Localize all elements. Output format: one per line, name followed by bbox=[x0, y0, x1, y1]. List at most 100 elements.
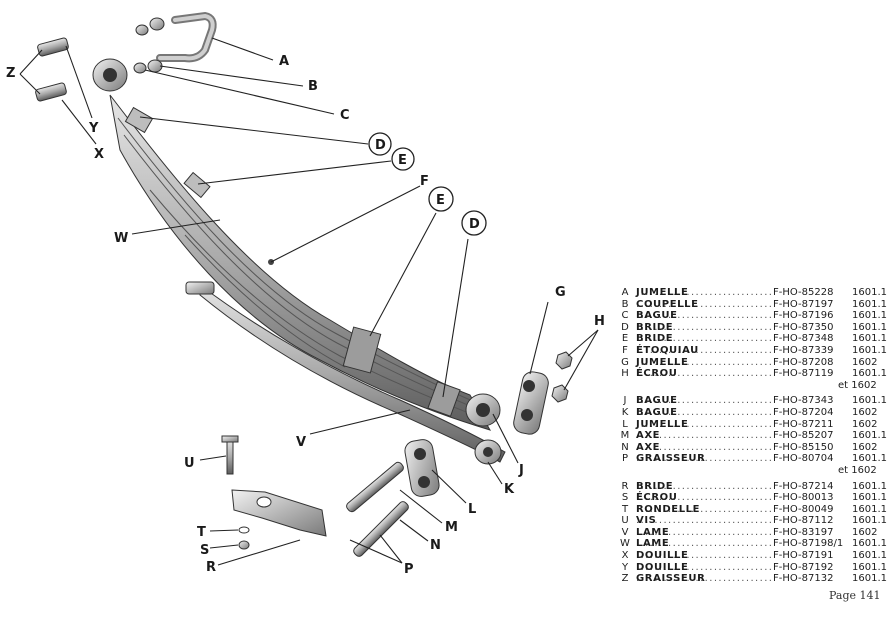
part-name: ÉCROU bbox=[636, 492, 678, 504]
part-letter: P bbox=[621, 453, 629, 465]
part-name: AXE bbox=[636, 430, 661, 442]
callout-t: T bbox=[197, 525, 206, 540]
leader-dots: .............................. bbox=[636, 418, 772, 430]
part-name: LAME bbox=[636, 538, 670, 550]
callout-z: Z bbox=[6, 66, 15, 81]
leader-dots: .............................. bbox=[636, 321, 772, 333]
callout-b: B bbox=[308, 79, 318, 94]
part-name: GRAISSEUR bbox=[636, 573, 706, 585]
part-row: .............................. S ÉCROU F-HO… bbox=[606, 492, 887, 504]
part-catalog-page: 1601.1 bbox=[852, 395, 887, 407]
leader-dots: .............................. bbox=[636, 395, 772, 407]
part-name: VIS bbox=[636, 515, 657, 527]
callout-e1: E bbox=[398, 153, 407, 168]
part-catalog-page: 1602 bbox=[852, 418, 878, 430]
leader-dots: .............................. bbox=[636, 356, 772, 368]
part-catalog-page: 1602 bbox=[852, 441, 878, 453]
part-reference: F-HO-87112 bbox=[773, 515, 834, 527]
leader-dots: .............................. bbox=[636, 550, 772, 562]
part-catalog-page: 1601.1 bbox=[852, 368, 887, 380]
leaf-spring-pack bbox=[109, 94, 506, 463]
part-row-continuation: et 1602 bbox=[606, 380, 882, 392]
part-name: COUPELLE bbox=[636, 298, 699, 310]
part-name: BRIDE bbox=[636, 321, 674, 333]
callout-p: P bbox=[404, 562, 414, 577]
leader-dots: .............................. bbox=[636, 368, 772, 380]
washer-t bbox=[238, 526, 250, 534]
part-name: BAGUE bbox=[636, 395, 678, 407]
part-name: DOUILLE bbox=[636, 550, 689, 562]
part-letter: D bbox=[621, 321, 629, 333]
shackle-a bbox=[156, 11, 217, 63]
bushing-c-upper bbox=[135, 24, 149, 36]
part-letter: C bbox=[621, 310, 629, 322]
part-reference: F-HO-87192 bbox=[773, 561, 834, 573]
rear-eye-bushings bbox=[465, 393, 502, 465]
part-letter: A bbox=[621, 287, 629, 298]
part-letter: V bbox=[621, 526, 629, 538]
leader-dots: .............................. bbox=[636, 492, 772, 504]
part-name: BAGUE bbox=[636, 406, 678, 418]
part-catalog-page: 1601.1 bbox=[852, 321, 887, 333]
callout-d2: D bbox=[469, 217, 480, 232]
parts-list: .............................. A JUMELLE F-… bbox=[606, 287, 887, 585]
leader-dots: .............................. bbox=[636, 573, 772, 585]
leader-dots: .............................. bbox=[636, 526, 772, 538]
part-catalog-page: 1601.1 bbox=[852, 430, 887, 442]
leader-dots: .............................. bbox=[636, 406, 772, 418]
part-name: BRIDE bbox=[636, 480, 674, 492]
part-row-continuation: et 1602 bbox=[606, 465, 882, 477]
part-letter: S bbox=[621, 492, 629, 504]
callout-circle-e1 bbox=[391, 147, 415, 171]
part-reference: F-HO-87348 bbox=[773, 333, 834, 345]
callout-n: N bbox=[430, 538, 441, 553]
cup-b-upper bbox=[149, 17, 165, 31]
part-reference: F-HO-80013 bbox=[773, 492, 834, 504]
part-letter: T bbox=[621, 503, 629, 515]
front-eye-bushing bbox=[92, 58, 128, 92]
part-letter: E bbox=[621, 333, 629, 345]
part-row: .............................. J BAGUE F-HO… bbox=[606, 395, 887, 407]
part-letter: X bbox=[621, 550, 629, 562]
part-reference: F-HO-85228 bbox=[773, 287, 834, 298]
part-letter: Y bbox=[621, 561, 629, 573]
part-catalog-page: 1602 bbox=[852, 356, 878, 368]
leader-dots: .............................. bbox=[636, 538, 772, 550]
part-name: JUMELLE bbox=[636, 356, 689, 368]
part-catalog-page: 1601.1 bbox=[852, 550, 887, 562]
part-catalog-page: 1601.1 bbox=[852, 480, 887, 492]
leader-dots: .............................. bbox=[636, 333, 772, 345]
part-letter: F bbox=[622, 344, 628, 356]
callout-j: J bbox=[518, 463, 524, 478]
part-reference: F-HO-87339 bbox=[773, 344, 834, 356]
part-name: LAME bbox=[636, 526, 670, 538]
leader-dots: .............................. bbox=[636, 480, 772, 492]
part-catalog-page: 1601.1 bbox=[852, 298, 887, 310]
callout-circle-e2 bbox=[428, 186, 454, 212]
part-reference: F-HO-87197 bbox=[773, 298, 834, 310]
callout-m: M bbox=[445, 520, 458, 535]
leader-dots: .............................. bbox=[636, 344, 772, 356]
part-name: DOUILLE bbox=[636, 561, 689, 573]
leader-dots: .............................. bbox=[636, 287, 772, 298]
callout-c: C bbox=[340, 108, 350, 123]
bushing-c-lower bbox=[133, 62, 147, 74]
part-reference: F-HO-87119 bbox=[773, 368, 834, 380]
part-reference: F-HO-87343 bbox=[773, 395, 834, 407]
part-catalog-page: 1601.1 bbox=[852, 561, 887, 573]
callout-g: G bbox=[555, 285, 566, 300]
callout-v: V bbox=[296, 435, 306, 450]
part-name: RONDELLE bbox=[636, 503, 701, 515]
part-letter: J bbox=[623, 395, 627, 407]
part-letter: W bbox=[620, 538, 630, 550]
